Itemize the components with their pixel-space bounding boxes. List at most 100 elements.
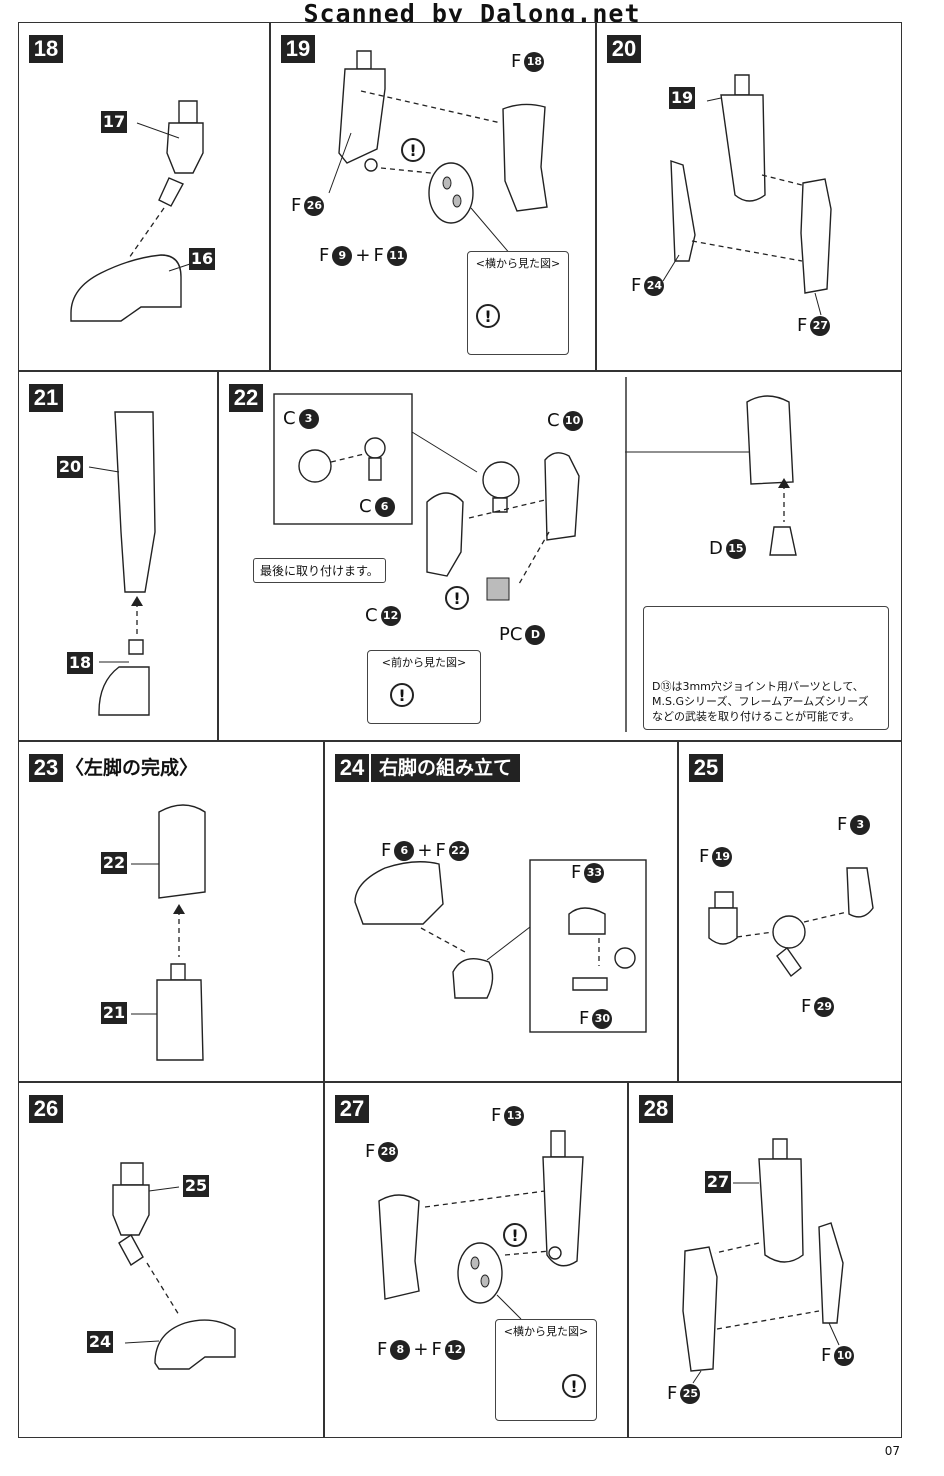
part-ankle [452, 958, 494, 999]
step-24-diagram [354, 859, 647, 1033]
step-title: 〈左脚の完成〉 [65, 757, 199, 779]
step-number: 18 [29, 35, 63, 63]
side-view-note: <横から見た図> ! [495, 1319, 597, 1421]
step-title: 右脚の組み立て [371, 754, 521, 782]
part-f30 [572, 977, 608, 991]
attach-last-note: 最後に取り付けます。 [253, 558, 386, 583]
step-number: 20 [607, 35, 641, 63]
label-part-19: 19 [669, 87, 695, 109]
step-18-diagram [70, 100, 204, 322]
label-part-20: 20 [57, 456, 83, 478]
step-18: 18 17 16 [18, 22, 270, 371]
knee-cap [457, 1242, 503, 1304]
label-part-25: 25 [183, 1175, 209, 1197]
label-part-27: 27 [705, 1171, 731, 1193]
assembled-leg [114, 411, 156, 593]
part-17-peg [158, 177, 184, 207]
foot-18 [98, 666, 150, 716]
frame-24 [670, 160, 696, 262]
step-number: 27 [335, 1095, 369, 1123]
step-number: 26 [29, 1095, 63, 1123]
step-21-diagram [88, 411, 156, 716]
info-line-1: D⑬は3mm穴ジョイント用パーツとして、 [652, 680, 864, 693]
leg-21 [156, 979, 204, 1061]
shoe-24 [154, 1319, 236, 1370]
part-16-shoe [70, 254, 182, 322]
label-part-18: 18 [67, 652, 93, 674]
cover-22 [158, 804, 206, 899]
info-line-2: M.S.Gシリーズ、フレームアームズシリーズ [652, 695, 869, 708]
part-25 [112, 1184, 150, 1236]
step-20-diagram [662, 74, 832, 316]
detail-cover [746, 395, 794, 485]
step-number: 23 [29, 754, 63, 782]
step-number: 19 [281, 35, 315, 63]
label-part-22: 22 [101, 852, 127, 874]
step-26-diagram [112, 1162, 236, 1370]
part-f3 [846, 867, 874, 918]
step-number: 21 [29, 384, 63, 412]
step-26: 26 25 24 [18, 1082, 324, 1438]
leg-frame-26 [338, 68, 386, 164]
knee-cap [428, 162, 474, 224]
caution-icon: ! [445, 586, 469, 610]
part-f33 [568, 907, 606, 935]
cover-27 [800, 178, 832, 294]
page-number: 07 [884, 1444, 900, 1458]
caution-icon: ! [562, 1374, 586, 1398]
step-number: 28 [639, 1095, 673, 1123]
cover-f28 [378, 1194, 420, 1300]
frame-f13 [542, 1156, 584, 1267]
step-number: 22 [229, 384, 263, 412]
step-28-diagram [682, 1138, 844, 1384]
label-part-24: 24 [87, 1331, 113, 1353]
frame-f10 [818, 1222, 844, 1324]
caution-icon: ! [390, 683, 414, 707]
step-25-diagram [708, 867, 874, 978]
step-23-diagram [131, 804, 206, 1061]
info-line-3: などの武装を取り付けることが可能です。 [652, 710, 860, 723]
step-27-diagram [378, 1130, 584, 1394]
step-21: 21 20 18 [18, 371, 218, 741]
front-view-note: <前から見た図> ! [367, 650, 481, 724]
caution-icon: ! [401, 138, 425, 162]
caution-icon: ! [503, 1223, 527, 1247]
leg-19 [720, 94, 766, 202]
leg-27 [758, 1158, 804, 1263]
shoe-f6 [354, 861, 444, 925]
caution-icon: ! [476, 304, 500, 328]
pc-joint-d [486, 577, 510, 601]
step-number: 24 [335, 754, 369, 782]
part-f19 [708, 907, 738, 945]
leg-cover-18 [502, 103, 548, 212]
part-17-body [166, 122, 204, 174]
weapon-joint-info: D⑬は3mm穴ジョイント用パーツとして、 M.S.Gシリーズ、フレームアームズシ… [643, 606, 889, 730]
joint-top [178, 100, 198, 124]
part-f29 [772, 915, 806, 949]
step-number: 25 [689, 754, 723, 782]
label-part-17: 17 [101, 111, 127, 133]
